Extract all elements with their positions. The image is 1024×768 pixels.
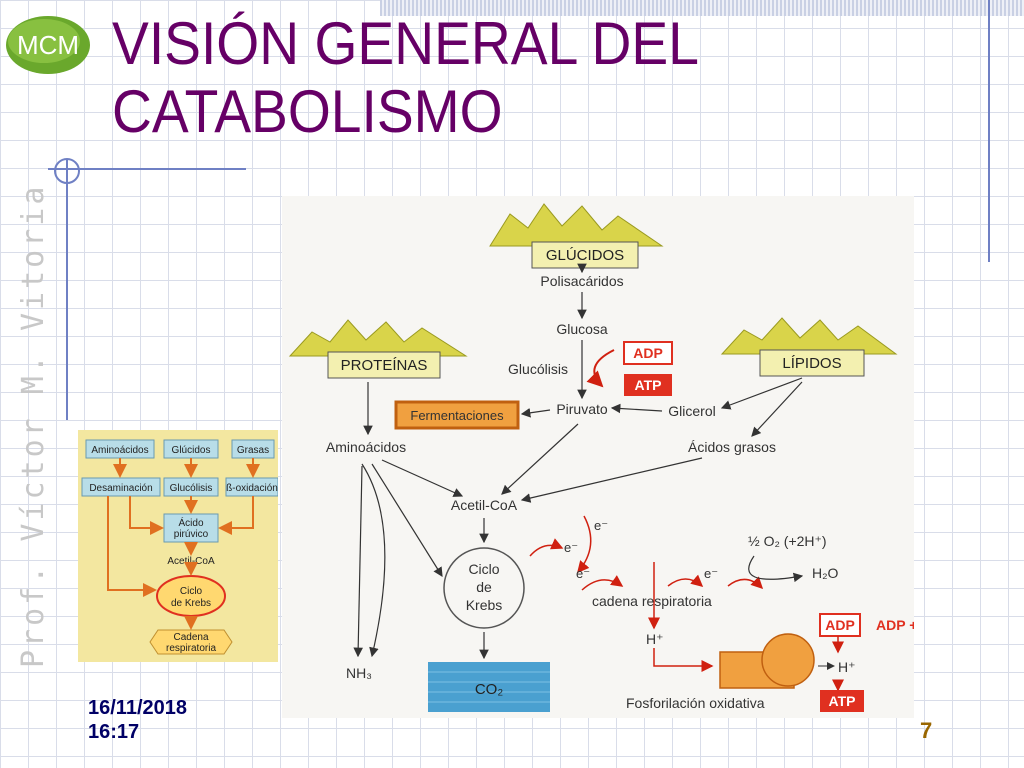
title-line-1: VISIÓN GENERAL DEL — [112, 10, 699, 77]
label-o2: ½ O₂ (+2H⁺) — [748, 533, 827, 549]
time-text: 16:17 — [88, 721, 140, 743]
label-e-minus-3: e⁻ — [576, 566, 590, 581]
label-fermentaciones: Fermentaciones — [410, 408, 504, 423]
decorative-right-line — [988, 0, 990, 262]
label-h-plus-1: H⁺ — [646, 631, 664, 647]
decorative-vertical-line — [66, 160, 68, 420]
small-respiratoria: respiratoria — [166, 643, 216, 654]
flow-arrows — [353, 263, 803, 660]
small-desaminacion: Desaminación — [89, 483, 152, 494]
label-adp-pi: ADP + PI — [876, 617, 914, 633]
label-acetil-coa: Acetil-CoA — [451, 497, 518, 513]
label-h2o: H₂O — [812, 565, 839, 581]
label-nh3: NH₃ — [346, 665, 372, 681]
co2-box — [428, 662, 550, 712]
small-acetil-coa: Acetil-CoA — [167, 556, 215, 567]
slide-title: VISIÓN GENERAL DEL CATABOLISMO — [112, 10, 756, 146]
label-aminoacidos: Aminoácidos — [326, 439, 406, 455]
label-co2: CO₂ — [475, 681, 504, 698]
small-piruvico: pirúvico — [174, 529, 209, 540]
diagram-background — [282, 196, 914, 718]
small-de-krebs: de Krebs — [171, 598, 211, 609]
catabolism-diagram: GLÚCIDOS PROTEÍNAS LÍPIDOS Polisacáridos… — [282, 196, 914, 718]
label-de: de — [476, 579, 492, 595]
proteinas-mountain: PROTEÍNAS — [288, 319, 468, 379]
label-lipidos: LÍPIDOS — [782, 355, 841, 372]
label-atp-1: ATP — [635, 377, 662, 393]
author-vertical-text: Prof. Víctor M. Vitoria — [16, 183, 51, 668]
slide-page-number: 7 — [920, 718, 933, 743]
label-piruvato: Piruvato — [556, 401, 608, 417]
krebs-circle — [443, 547, 525, 629]
label-e-minus-2: e⁻ — [594, 518, 608, 533]
lipidos-mountain: LÍPIDOS — [720, 317, 898, 377]
label-ciclo: Ciclo — [468, 561, 499, 577]
label-adp-1: ADP — [633, 345, 663, 361]
decorative-horizontal-line — [48, 168, 246, 170]
title-line-2: CATABOLISMO — [112, 78, 503, 145]
date-text: 16/11/2018 — [88, 697, 187, 719]
small-acido: Ácido — [178, 516, 203, 529]
small-b-oxidacion: ß-oxidación — [226, 483, 278, 494]
label-glucolisis: Glucólisis — [508, 361, 568, 377]
label-glicerol: Glicerol — [668, 403, 715, 419]
label-atp-2: ATP — [829, 693, 856, 709]
small-glucolisis: Glucólisis — [170, 483, 213, 494]
small-glucidos: Glúcidos — [172, 445, 211, 456]
small-grasas: Grasas — [237, 445, 269, 456]
label-cadena-respiratoria: cadena respiratoria — [592, 593, 712, 609]
label-e-minus-1: e⁻ — [564, 540, 578, 555]
summary-diagram: Aminoácidos Glúcidos Grasas Desaminación… — [78, 430, 278, 662]
label-glucosa: Glucosa — [556, 321, 608, 337]
small-cadena: Cadena — [173, 632, 208, 643]
label-fosforilacion: Fosforilación oxidativa — [626, 695, 765, 711]
small-aminoacidos: Aminoácidos — [91, 445, 148, 456]
glucidos-mountain: GLÚCIDOS — [489, 203, 664, 269]
label-e-minus-4: e⁻ — [704, 566, 718, 581]
small-ciclo: Ciclo — [180, 586, 203, 597]
mcm-logo: MCM — [6, 16, 90, 74]
label-acidos-grasos: Ácidos grasos — [688, 439, 776, 455]
label-adp-2: ADP — [825, 617, 855, 633]
label-h-plus-2: H⁺ — [838, 659, 856, 675]
label-krebs: Krebs — [466, 597, 503, 613]
decorative-circle — [54, 158, 80, 184]
label-proteinas: PROTEÍNAS — [341, 357, 428, 374]
logo-text: MCM — [17, 30, 79, 60]
label-polisacaridos: Polisacáridos — [540, 273, 623, 289]
top-decorative-stripe — [380, 0, 1024, 16]
label-glucidos: GLÚCIDOS — [546, 247, 624, 264]
electron-arrows — [529, 515, 764, 672]
slide-date: 16/11/2018 16:17 — [88, 696, 187, 744]
